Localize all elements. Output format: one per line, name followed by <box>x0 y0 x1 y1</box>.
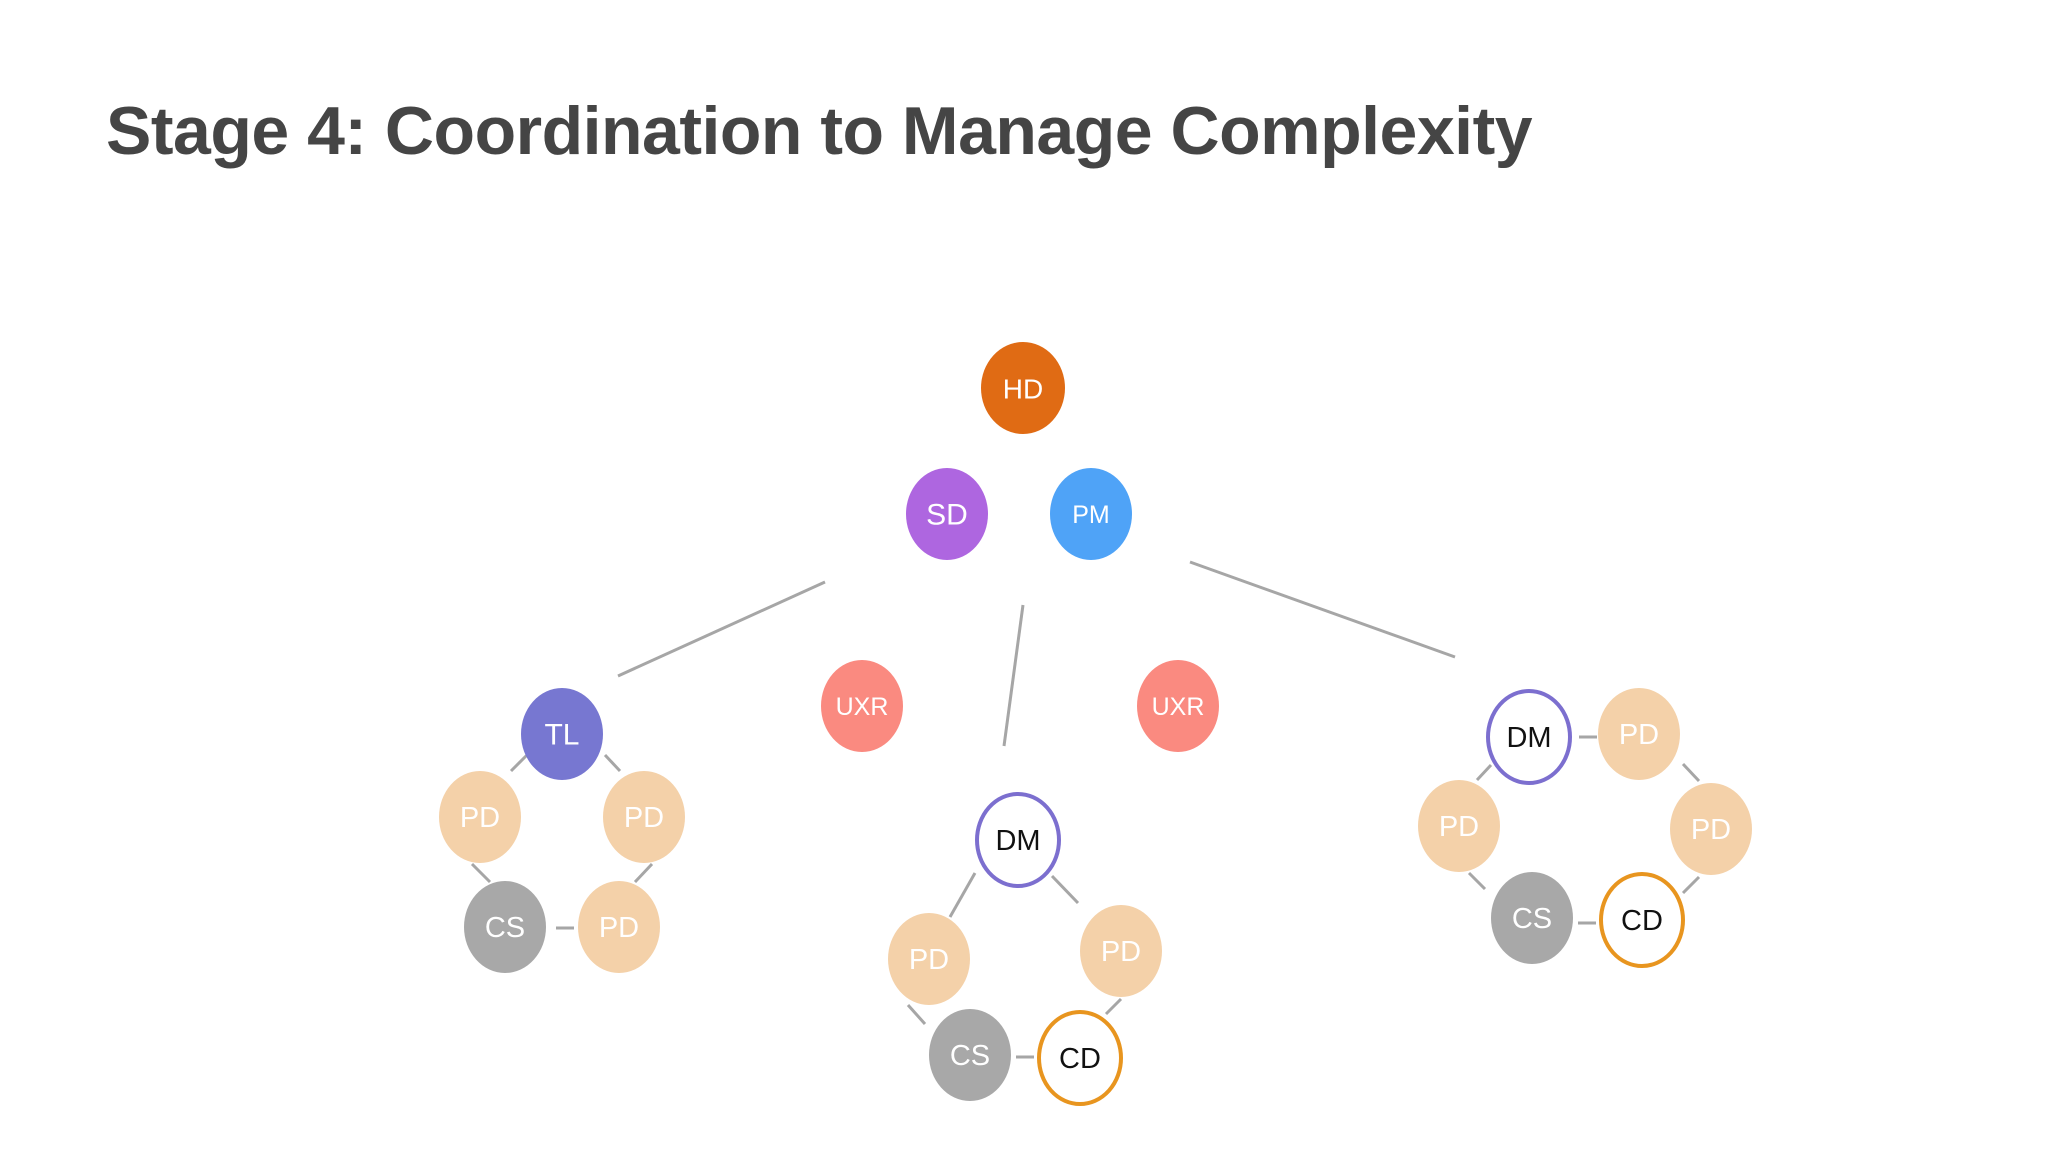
connector-to-center-team <box>1002 604 1025 747</box>
node-ux-researcher: UXR <box>821 660 903 752</box>
node-label: TL <box>544 719 579 752</box>
node-label: CS <box>485 912 525 944</box>
node-label: CD <box>1059 1043 1101 1075</box>
node-product-designer: PD <box>439 771 521 863</box>
team-left: TL PD PD CS PD <box>439 688 685 973</box>
node-label: HD <box>1003 374 1043 405</box>
node-senior-designer: SD <box>906 468 988 560</box>
connector-lines <box>470 560 1701 1059</box>
node-label: SD <box>926 499 968 532</box>
connector-to-right-team <box>1189 560 1456 659</box>
team-right: DM PD PD PD CS CD <box>1418 688 1752 968</box>
node-label: UXR <box>1152 693 1205 721</box>
node-product-designer: PD <box>578 881 660 973</box>
node-product-designer: PD <box>1670 783 1752 875</box>
node-design-manager: DM <box>1486 689 1572 785</box>
connector-pd-cs <box>906 1003 927 1026</box>
node-label: DM <box>995 825 1040 857</box>
connector-pd-pd <box>633 862 654 884</box>
connector-pd-cs <box>470 862 492 884</box>
node-product-designer: PD <box>1598 688 1680 780</box>
node-label: PD <box>599 912 639 944</box>
connector-dm-pd <box>1475 763 1493 782</box>
node-label: PD <box>909 944 949 976</box>
node-content-designer: CD <box>1599 872 1685 968</box>
node-content-strategist: CS <box>464 881 546 973</box>
node-label: PD <box>1619 719 1659 751</box>
connector-pd-cd <box>1681 875 1701 895</box>
connector-to-left-team <box>617 580 826 678</box>
node-label: PD <box>624 802 664 834</box>
node-label: PD <box>460 802 500 834</box>
node-content-strategist: CS <box>1491 872 1573 964</box>
connector-tl-pd <box>509 753 529 773</box>
node-label: UXR <box>836 693 889 721</box>
node-team-lead: TL <box>521 688 603 780</box>
connector-dm-pd <box>1050 874 1080 905</box>
node-product-manager: PM <box>1050 468 1132 560</box>
node-label: CS <box>950 1040 990 1072</box>
connector-pd-cd <box>1104 997 1123 1016</box>
node-product-designer: PD <box>888 913 970 1005</box>
node-label: PD <box>1101 936 1141 968</box>
node-label: CD <box>1621 905 1663 937</box>
node-product-designer: PD <box>603 771 685 863</box>
slide-title: Stage 4: Coordination to Manage Complexi… <box>106 93 1533 169</box>
node-label: PD <box>1691 814 1731 846</box>
team-center: DM PD PD CS CD <box>888 792 1162 1106</box>
node-design-manager: DM <box>975 792 1061 888</box>
node-label: CS <box>1512 903 1552 935</box>
node-product-designer: PD <box>1080 905 1162 997</box>
connector-pd-pd <box>1681 762 1701 783</box>
connector-dm-pd <box>948 872 977 918</box>
node-ux-researcher: UXR <box>1137 660 1219 752</box>
node-head-of-design: HD <box>981 342 1065 434</box>
node-label: PD <box>1439 811 1479 843</box>
node-label: DM <box>1506 722 1551 754</box>
node-content-strategist: CS <box>929 1009 1011 1101</box>
connector-tl-pd <box>603 753 622 773</box>
node-label: PM <box>1072 501 1110 529</box>
connector-pd-cs <box>1467 871 1487 891</box>
node-content-designer: CD <box>1037 1010 1123 1106</box>
node-product-designer: PD <box>1418 780 1500 872</box>
